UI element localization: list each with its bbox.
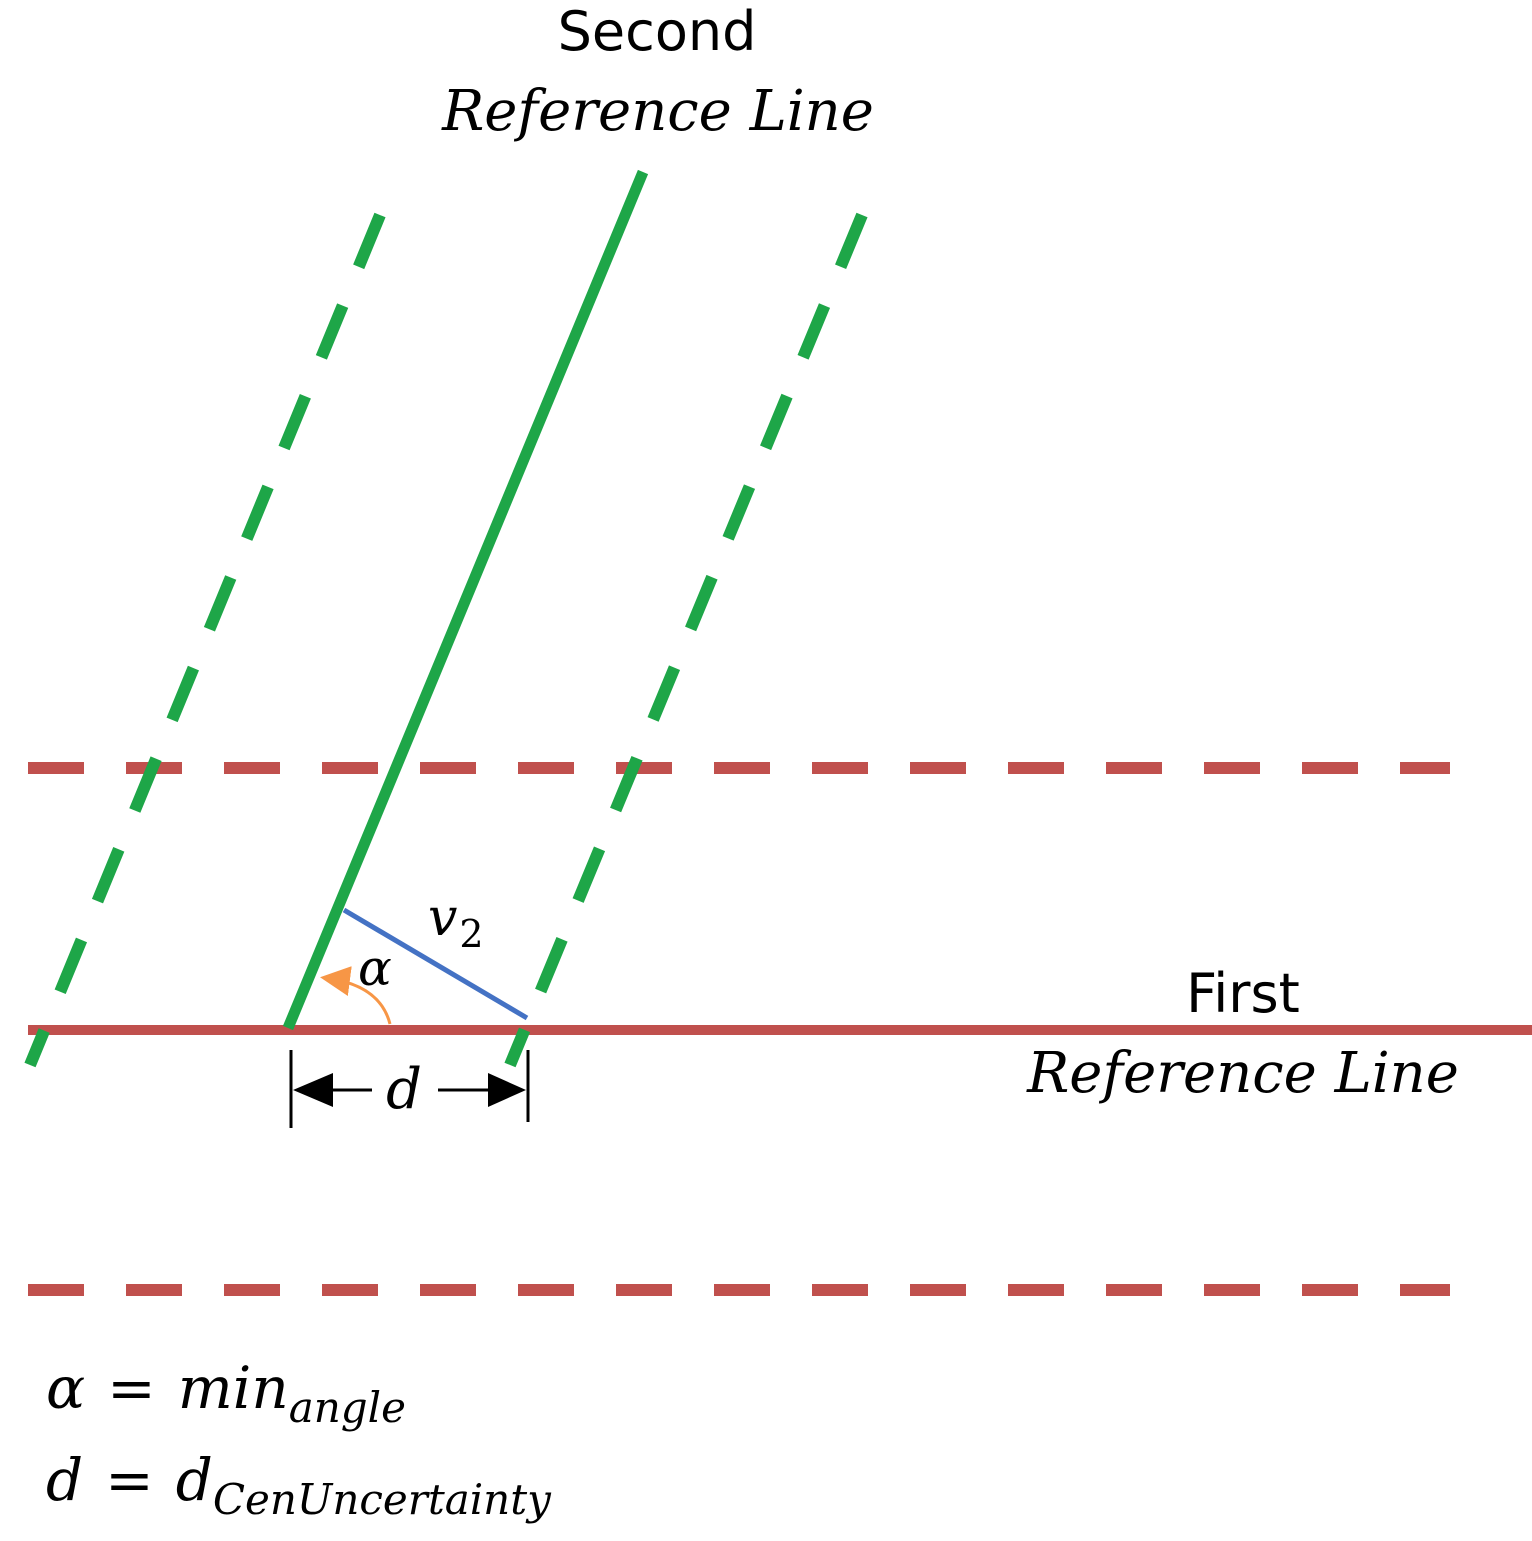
v2-label: v2 (428, 888, 484, 956)
first-line-name: Reference Line (1026, 1041, 1459, 1106)
legend-d-rhs: d (176, 1446, 213, 1514)
d-right-arrow-head (488, 1073, 526, 1107)
legend-alpha-rhs: min (178, 1354, 289, 1422)
legend-alpha-lhs: α (46, 1354, 85, 1422)
second-reference-line (282, 169, 649, 1031)
alpha-label: α (358, 939, 392, 997)
legend-alpha-equals: = (107, 1354, 156, 1422)
first-line-word: First (1186, 962, 1300, 1025)
v2-subscript: 2 (459, 912, 483, 956)
v2-symbol: v (428, 888, 457, 948)
legend-d-lhs: d (46, 1446, 83, 1514)
legend-alpha-rhs-subscript: angle (289, 1383, 406, 1432)
second-line-name: Reference Line (441, 79, 874, 144)
left-green-dashed-bound (24, 212, 386, 1068)
second-line-word: Second (558, 0, 757, 63)
legend-alpha-equation: α = minangle (46, 1354, 406, 1432)
alpha-angle-arc (320, 966, 392, 1025)
d-left-arrow-head (293, 1073, 333, 1107)
right-green-dashed-bound (504, 212, 868, 1068)
v2-perpendicular-segment (342, 907, 529, 1021)
legend-d-rhs-subscript: CenUncertainty (213, 1475, 552, 1524)
legend-d-equation: d=dCenUncertainty (46, 1446, 552, 1524)
legend-d-equals: = (105, 1446, 154, 1514)
d-label: d (386, 1057, 422, 1122)
